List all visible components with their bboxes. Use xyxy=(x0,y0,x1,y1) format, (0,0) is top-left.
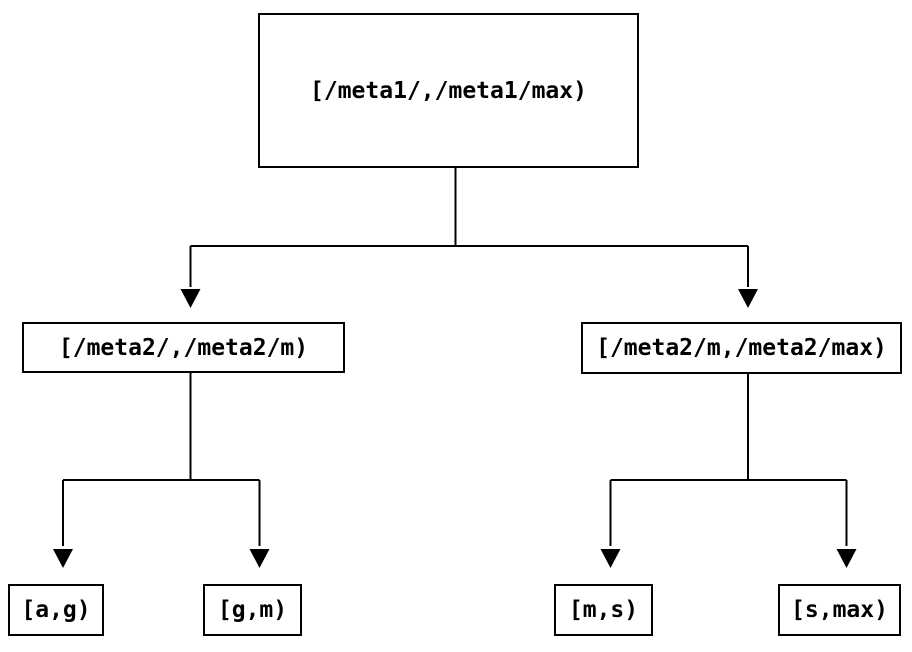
edge-right-to-leaves xyxy=(609,373,848,546)
arrowhead-down-icon xyxy=(600,549,621,568)
node-label: [/meta1/,/meta1/max) xyxy=(310,77,587,104)
edge-root-to-level2 xyxy=(189,168,749,287)
node-meta2-left-range: [/meta2/,/meta2/m) xyxy=(22,322,345,373)
arrowhead-down-icon xyxy=(738,289,758,308)
arrowhead-down-icon xyxy=(180,289,201,308)
node-meta2-right-range: [/meta2/m,/meta2/max) xyxy=(581,322,902,374)
node-leaf-m-s: [m,s) xyxy=(554,584,653,636)
node-label: [/meta2/,/meta2/m) xyxy=(58,334,309,361)
node-label: [/meta2/m,/meta2/max) xyxy=(596,335,887,361)
arrowhead-down-icon xyxy=(53,549,73,568)
node-label: [s,max) xyxy=(791,597,888,623)
node-leaf-s-max: [s,max) xyxy=(778,584,901,636)
node-leaf-g-m: [g,m) xyxy=(203,584,302,636)
arrowhead-down-icon xyxy=(836,549,857,568)
node-root-range: [/meta1/,/meta1/max) xyxy=(258,13,639,168)
node-label: [a,g) xyxy=(21,597,91,623)
edge-left-to-leaves xyxy=(62,373,261,546)
node-label: [g,m) xyxy=(217,597,288,623)
arrowhead-down-icon xyxy=(249,549,270,568)
node-leaf-a-g: [a,g) xyxy=(8,584,104,636)
node-label: [m,s) xyxy=(568,597,639,623)
